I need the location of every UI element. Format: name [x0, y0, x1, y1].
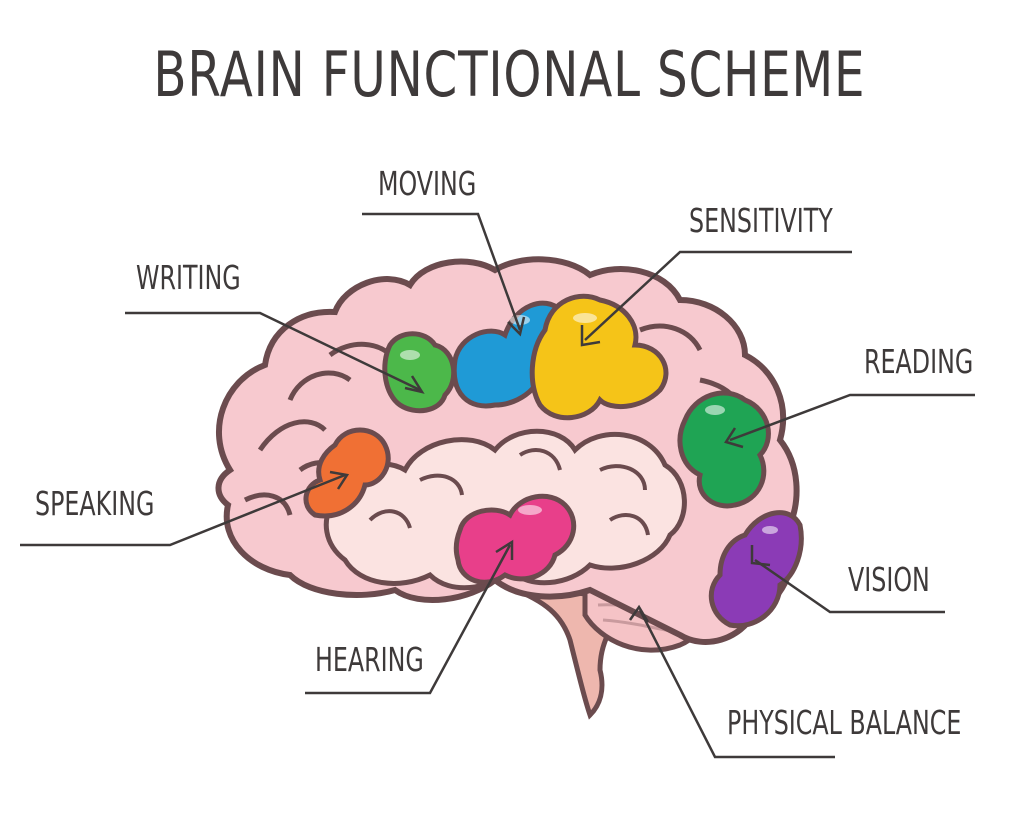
leader-reading: [729, 393, 975, 442]
region-vision: [708, 510, 804, 629]
region-hearing: [453, 493, 577, 585]
label-reading: READING: [864, 342, 974, 381]
region-reading: [677, 390, 771, 509]
region-speaking: [303, 427, 391, 519]
leader-moving: [362, 212, 522, 331]
leader-sensitivity: [584, 250, 852, 341]
arrowheads: [329, 316, 771, 623]
leader-writing: [125, 311, 421, 392]
diagram-title: BRAIN FUNCTIONAL SCHEME: [153, 38, 866, 111]
region-sensitivity: [529, 293, 669, 421]
label-vision: VISION: [848, 560, 930, 599]
label-speaking: SPEAKING: [35, 484, 155, 523]
leader-hearing: [305, 544, 512, 695]
label-moving: MOVING: [378, 164, 477, 203]
leader-vision: [754, 558, 945, 614]
label-sensitivity: SENSITIVITY: [689, 201, 833, 240]
label-physical-balance: PHYSICAL BALANCE: [727, 703, 962, 742]
leader-speaking: [20, 473, 346, 547]
label-hearing: HEARING: [315, 640, 424, 679]
temporal-lobe: [323, 428, 687, 591]
leader-balance: [638, 609, 835, 759]
label-writing: WRITING: [136, 258, 241, 297]
leader-lines: [20, 212, 975, 759]
